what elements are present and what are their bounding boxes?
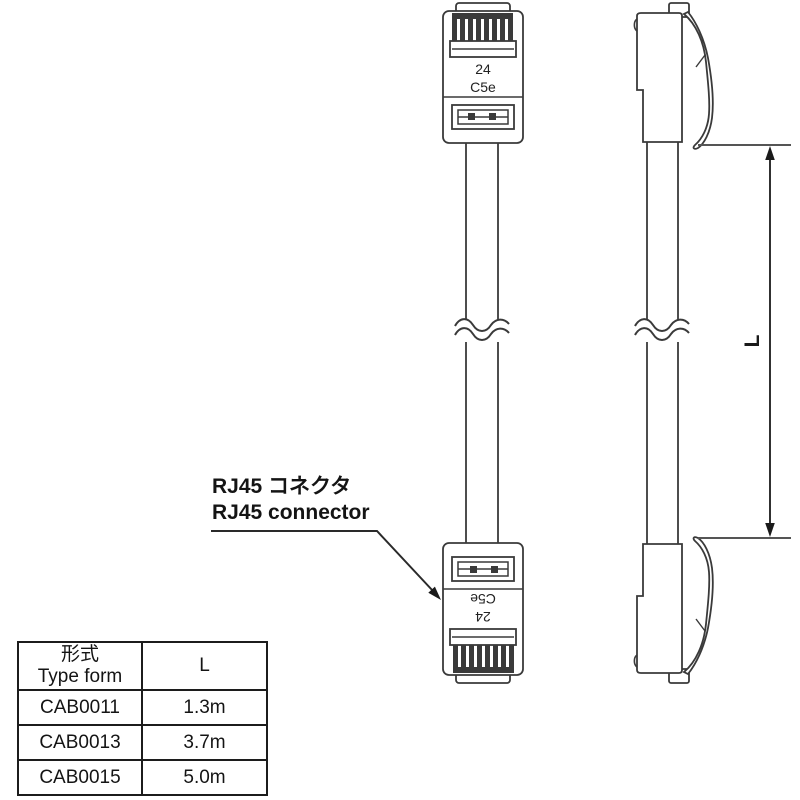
side-view bbox=[633, 2, 714, 684]
dimension-l: L bbox=[698, 144, 791, 539]
col-header-type-form: 形式 Type form bbox=[17, 641, 143, 691]
front-cable-break-icon bbox=[454, 318, 510, 341]
side-top-connector bbox=[633, 2, 714, 150]
length-cell: 1.3m bbox=[141, 689, 268, 726]
dimension-label: L bbox=[741, 334, 764, 347]
front-top-connector bbox=[442, 2, 524, 144]
spec-table: 形式 Type form L CAB0011 1.3m CAB0013 3.7m… bbox=[17, 641, 268, 796]
spec-table-header-row: 形式 Type form L bbox=[17, 641, 268, 691]
side-cable-break-icon bbox=[634, 318, 690, 341]
side-bottom-connector bbox=[633, 536, 714, 684]
connector-callout-en: RJ45 connector bbox=[212, 501, 370, 524]
front-bottom-connector bbox=[442, 542, 524, 684]
col-header-type-en: Type form bbox=[37, 666, 123, 687]
callout-leader bbox=[211, 530, 441, 600]
front-view bbox=[442, 2, 524, 684]
type-form-cell: CAB0011 bbox=[17, 689, 143, 726]
arrow-up-icon bbox=[765, 146, 775, 160]
table-row: CAB0013 3.7m bbox=[17, 724, 268, 761]
table-row: CAB0015 5.0m bbox=[17, 759, 268, 796]
front-cable bbox=[465, 142, 499, 546]
side-cable bbox=[646, 140, 679, 546]
arrow-down-icon bbox=[765, 523, 775, 537]
length-cell: 5.0m bbox=[141, 759, 268, 796]
table-row: CAB0011 1.3m bbox=[17, 689, 268, 726]
type-form-cell: CAB0015 bbox=[17, 759, 143, 796]
col-header-type-jp: 形式 bbox=[60, 644, 99, 665]
leader-arrowhead-icon bbox=[428, 586, 441, 600]
col-header-length: L bbox=[141, 641, 268, 691]
type-form-cell: CAB0013 bbox=[17, 724, 143, 761]
connector-callout: RJ45 コネクタ RJ45 connector bbox=[212, 474, 370, 526]
connector-callout-jp: RJ45 コネクタ bbox=[212, 475, 352, 498]
length-cell: 3.7m bbox=[141, 724, 268, 761]
